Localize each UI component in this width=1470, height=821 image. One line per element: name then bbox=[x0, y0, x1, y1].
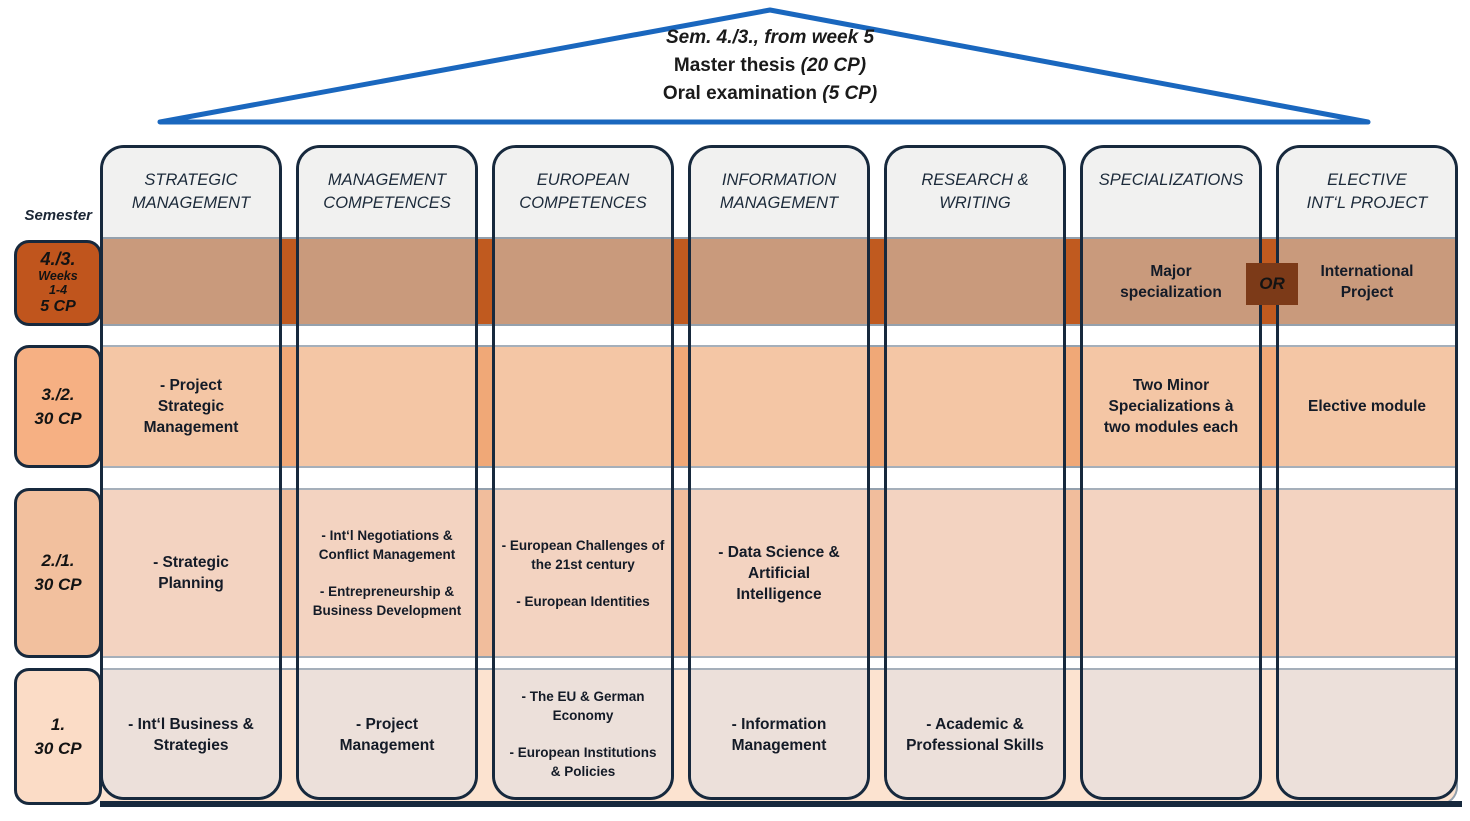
cell-information-management: - Information Management bbox=[731, 716, 827, 754]
cell-strategic-planning: - Strategic Planning bbox=[153, 554, 229, 592]
or-badge: OR bbox=[1246, 263, 1298, 305]
cell-international-project: International Project bbox=[1320, 262, 1414, 301]
cell-data-science-ai: - Data Science & Artificial Intelligence bbox=[718, 543, 840, 603]
base-line bbox=[100, 801, 1462, 807]
row-label-2-1: 2./1. 30 CP bbox=[14, 488, 102, 658]
cell-intl-business-strategies: - Int‘l Business & Strategies bbox=[128, 716, 254, 754]
cell-european-institutions-policies: - European Institutions & Policies bbox=[509, 745, 657, 779]
row-label-3-2: 3./2. 30 CP bbox=[14, 345, 102, 468]
cell-project-strategic-management: - Project Strategic Management bbox=[143, 377, 239, 436]
cell-european-competences-1: - The EU & German Economy - European Ins… bbox=[503, 668, 663, 800]
roof-line-2: Master thesis (20 CP) bbox=[673, 55, 867, 76]
roof-triangle-icon bbox=[157, 7, 1371, 125]
row-label-1: 1. 30 CP bbox=[14, 668, 102, 805]
roof-text-block: Sem. 4./3., from week 5 Master thesis (2… bbox=[560, 24, 980, 108]
cell-entrepreneurship: - Entrepreneurship & Business Developmen… bbox=[312, 584, 462, 618]
cell-european-identities: - European Identities bbox=[516, 593, 650, 609]
roof-line-1: Sem. 4./3., from week 5 bbox=[665, 27, 875, 48]
cell-elective-module: Elective module bbox=[1307, 398, 1426, 415]
cell-academic-professional-skills: - Academic & Professional Skills bbox=[906, 716, 1044, 754]
cell-european-challenges: - European Challenges of the 21st centur… bbox=[501, 537, 665, 572]
column-research-writing: RESEARCH &WRITING bbox=[884, 145, 1066, 800]
cell-management-competences-2-1: - Int‘l Negotiations & Conflict Manageme… bbox=[299, 490, 475, 656]
cell-intl-negotiations: - Int‘l Negotiations & Conflict Manageme… bbox=[318, 528, 456, 562]
row-label-4-3: 4./3. Weeks 1-4 5 CP bbox=[14, 240, 102, 326]
column-specializations: SPECIALIZATIONS bbox=[1080, 145, 1262, 800]
cell-major-specialization: Major specialization bbox=[1120, 262, 1222, 301]
column-header-specializations: SPECIALIZATIONS bbox=[1083, 148, 1259, 237]
column-header-research-writing: RESEARCH &WRITING bbox=[887, 148, 1063, 237]
cell-eu-german-economy: - The EU & German Economy bbox=[521, 689, 645, 723]
semester-heading: Semester bbox=[24, 207, 92, 224]
roof-line-3: Oral examination (5 CP) bbox=[662, 83, 878, 104]
cell-two-minor-specializations: Two Minor Specializations à two modules … bbox=[1103, 377, 1239, 436]
cell-european-competences-2-1: - European Challenges of the 21st centur… bbox=[495, 490, 671, 656]
cell-project-management: - Project Management bbox=[339, 716, 435, 754]
